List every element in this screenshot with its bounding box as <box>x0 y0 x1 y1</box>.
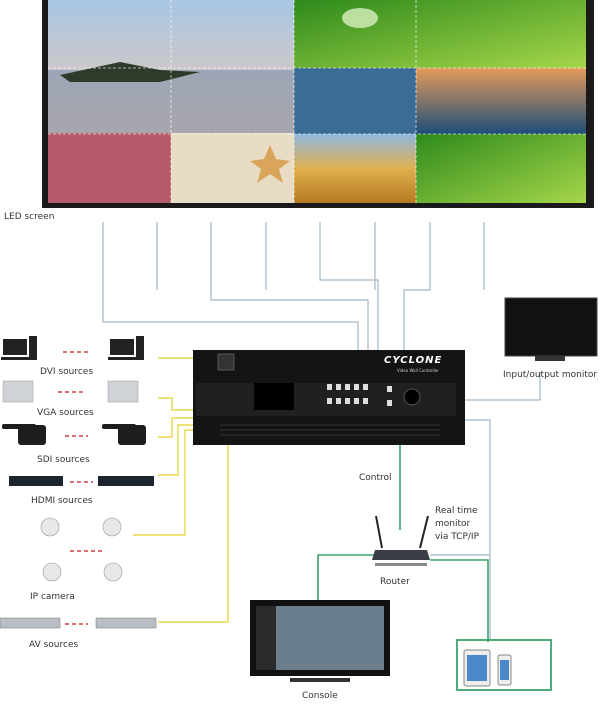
tulip-image <box>48 133 171 203</box>
control-label: Control <box>359 473 392 483</box>
console-label: Console <box>302 691 338 701</box>
led-screen <box>42 0 594 208</box>
mobile-devices-icon <box>456 639 552 691</box>
network-lines <box>317 445 489 642</box>
ip-camera-icons <box>40 517 123 582</box>
hdmi-label: HDMI sources <box>31 496 93 506</box>
hdmi-source-icons <box>9 476 154 486</box>
dvi-label: DVI sources <box>40 367 94 377</box>
wheat-image <box>294 134 416 203</box>
led-screen-label: LED screen <box>4 212 55 222</box>
grass-image <box>416 134 586 203</box>
leaf-image <box>294 0 586 68</box>
city-image <box>416 68 586 134</box>
vga-source-icons <box>2 380 139 403</box>
gardens-image <box>294 68 416 134</box>
input-lines <box>133 357 229 623</box>
input-output-monitor-icon <box>504 297 598 361</box>
video-wall-controller <box>193 350 465 445</box>
ip-camera-label: IP camera <box>30 592 75 602</box>
av-source-icons <box>0 617 157 629</box>
dashes <box>58 351 104 625</box>
controller-subtitle: Video Wall Controller <box>397 368 439 373</box>
realtime-label-1: Real time <box>435 506 478 516</box>
av-label: AV sources <box>29 640 79 650</box>
monitor-label: Input/output monitor <box>503 370 598 380</box>
vga-label: VGA sources <box>37 408 94 418</box>
controller-brand: CYCLONE <box>384 355 443 366</box>
router-icon <box>372 515 430 566</box>
dvi-source-icons <box>1 336 144 360</box>
output-lines <box>102 222 541 640</box>
sdi-camera-icons <box>2 424 146 445</box>
sdi-label: SDI sources <box>37 455 90 465</box>
console-monitor-icon <box>250 600 390 682</box>
router-label: Router <box>380 577 410 587</box>
realtime-label-3: via TCP/IP <box>435 532 479 542</box>
realtime-label-2: monitor <box>435 519 471 529</box>
